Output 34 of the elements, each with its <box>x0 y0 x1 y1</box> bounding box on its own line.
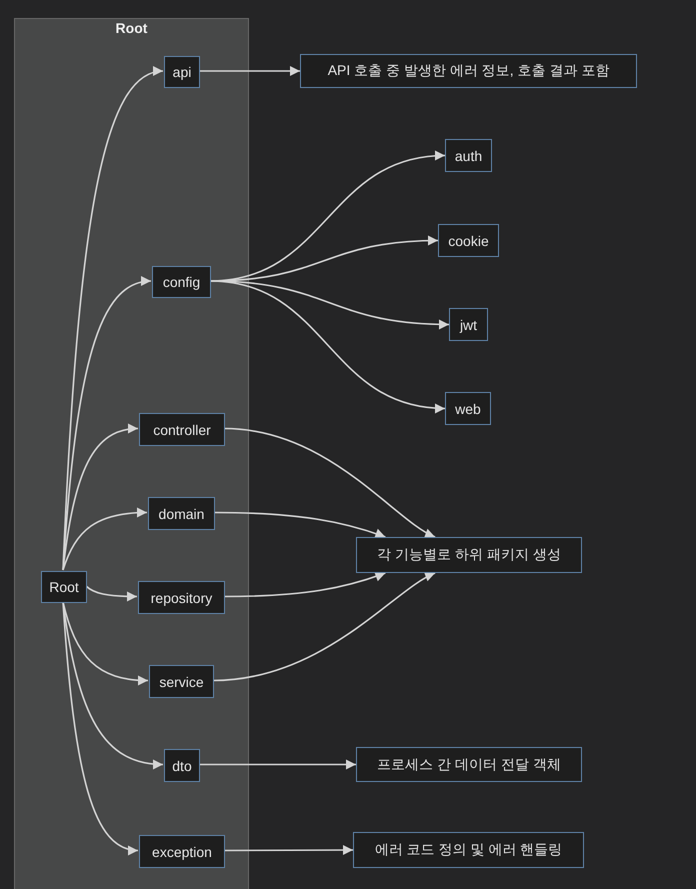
group-panel <box>14 18 249 889</box>
package-box: API 호출 중 발생한 에러 정보, 호출 결과 포함 <box>300 54 637 88</box>
package-box: api <box>164 56 200 88</box>
package-box: domain <box>148 497 215 530</box>
package-box: auth <box>445 139 492 172</box>
arrow <box>62 68 164 570</box>
arrow <box>62 602 148 686</box>
package-box: 각 기능별로 하위 패키지 생성 <box>356 537 582 573</box>
package-box: dto <box>164 749 200 782</box>
panel-title: Root <box>114 20 148 36</box>
package-box: exception <box>139 835 225 868</box>
package-box: jwt <box>449 308 488 341</box>
arrow <box>199 760 356 770</box>
arrow <box>85 585 137 602</box>
package-box: service <box>149 665 214 698</box>
arrow <box>62 508 148 570</box>
arrow <box>224 572 386 598</box>
package-box: Root <box>41 571 87 603</box>
package-box: controller <box>139 413 225 446</box>
package-box: config <box>152 266 211 298</box>
arrow <box>62 277 152 570</box>
arrow <box>210 280 446 413</box>
package-box: repository <box>138 581 225 614</box>
package-box: 프로세스 간 데이터 전달 객체 <box>356 747 582 782</box>
arrow <box>62 602 138 854</box>
arrow <box>214 512 386 538</box>
arrow <box>62 424 138 570</box>
arrow <box>212 572 436 682</box>
arrow <box>199 66 300 76</box>
arrow <box>224 845 353 855</box>
package-box: web <box>445 392 491 425</box>
package-box: 에러 코드 정의 및 에러 핸들링 <box>353 832 584 868</box>
arrow <box>224 428 436 538</box>
package-box: cookie <box>438 224 499 257</box>
